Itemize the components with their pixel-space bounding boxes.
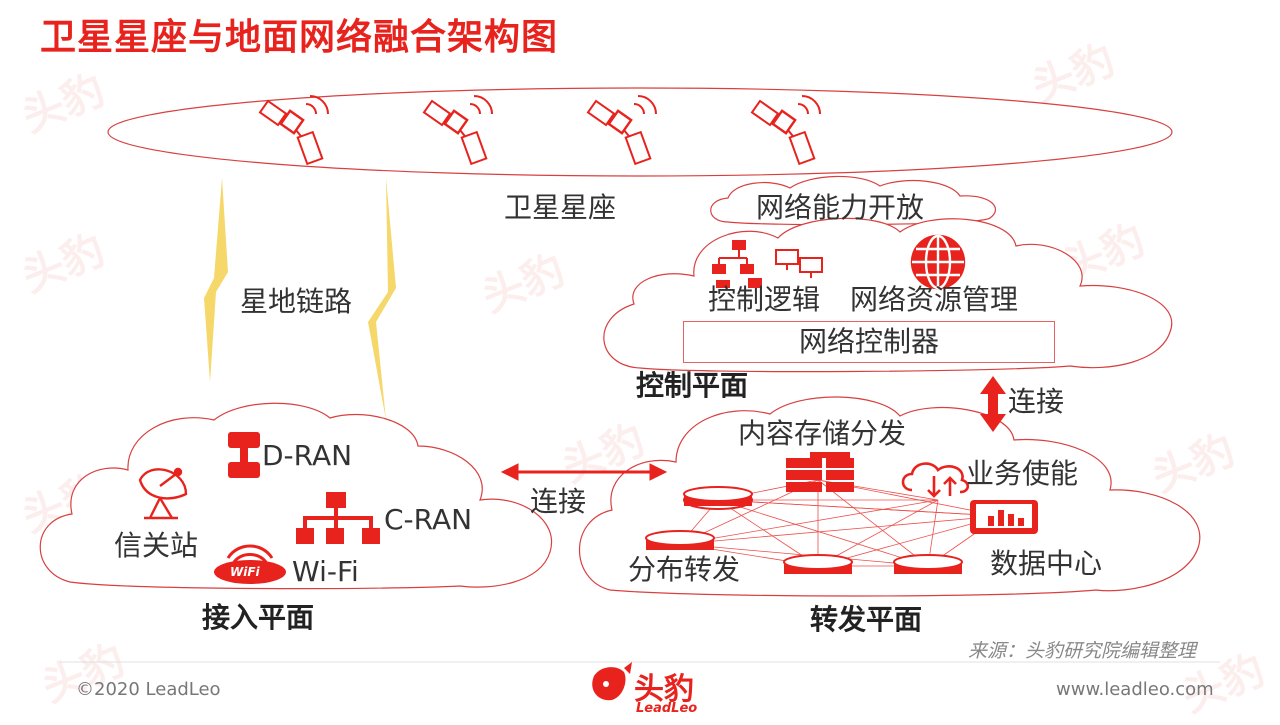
wifi-label: Wi-Fi (292, 555, 359, 588)
flowchart-icon (712, 240, 762, 288)
storage-node-icon (783, 554, 853, 574)
satellite-icon (258, 95, 329, 166)
storage-node-icon (645, 530, 715, 550)
page-title: 卫星星座与地面网络融合架构图 (40, 17, 559, 58)
network-tree-icon (296, 492, 380, 544)
horizontal-double-arrow (500, 463, 668, 481)
network-resource-mgmt-label: 网络资源管理 (850, 283, 1019, 316)
access-plane-cloud (39, 402, 553, 590)
network-controller-label: 网络控制器 (798, 325, 939, 358)
storage-node-icon (893, 554, 963, 574)
distributed-forwarding-label: 分布转发 (628, 553, 741, 586)
satellite-icon (750, 95, 821, 166)
control-plane-label: 控制平面 (636, 369, 749, 402)
d-ran-label: D-RAN (262, 439, 353, 472)
storage-node-icon (683, 486, 753, 510)
source-note: 来源：头豹研究院编辑整理 (968, 640, 1197, 662)
lightning-bolt-right (368, 178, 396, 420)
server-icon (786, 452, 854, 492)
connect-vertical-label: 连接 (1008, 385, 1065, 418)
data-center-label: 数据中心 (990, 547, 1103, 580)
content-storage-label: 内容存储分发 (738, 417, 907, 450)
network-openness-label: 网络能力开放 (756, 191, 925, 224)
globe-icon (910, 234, 966, 290)
wifi-icon (214, 544, 286, 584)
dashboard-icon (970, 500, 1038, 534)
copyright: ©2020 LeadLeo (76, 679, 221, 700)
access-plane-label: 接入平面 (202, 601, 315, 634)
logo-text: 头豹 (634, 672, 694, 707)
control-logic-label: 控制逻辑 (708, 283, 821, 316)
network-controller-box: 网络控制器 (683, 321, 1055, 363)
gateway-station-label: 信关站 (114, 529, 199, 562)
satellite-icon (422, 95, 493, 166)
forwarding-plane-label: 转发平面 (810, 603, 923, 636)
monitor-icon (775, 249, 823, 278)
vertical-double-arrow (980, 376, 1006, 432)
c-ran-label: C-RAN (384, 503, 473, 536)
cloud-upload-icon (901, 462, 970, 498)
logo-subtext: LeadLeo (636, 701, 698, 716)
lightning-bolt-left (204, 178, 228, 382)
satellite-orbit-ellipse (107, 87, 1173, 177)
satellite-ground-link-label: 星地链路 (240, 285, 353, 318)
connect-horizontal-label: 连接 (530, 485, 587, 518)
satellite-icon (586, 95, 657, 166)
satellite-dish-icon (138, 467, 188, 520)
service-enable-label: 业务使能 (966, 457, 1079, 490)
wifi-badge-text: WiFi (230, 565, 260, 579)
satellite-constellation-label: 卫星星座 (504, 191, 617, 224)
forwarding-plane-cloud (579, 396, 1201, 597)
website-link[interactable]: www.leadleo.com (1056, 679, 1214, 700)
d-ran-icon (228, 432, 260, 478)
leadleo-logo-icon (592, 662, 632, 701)
